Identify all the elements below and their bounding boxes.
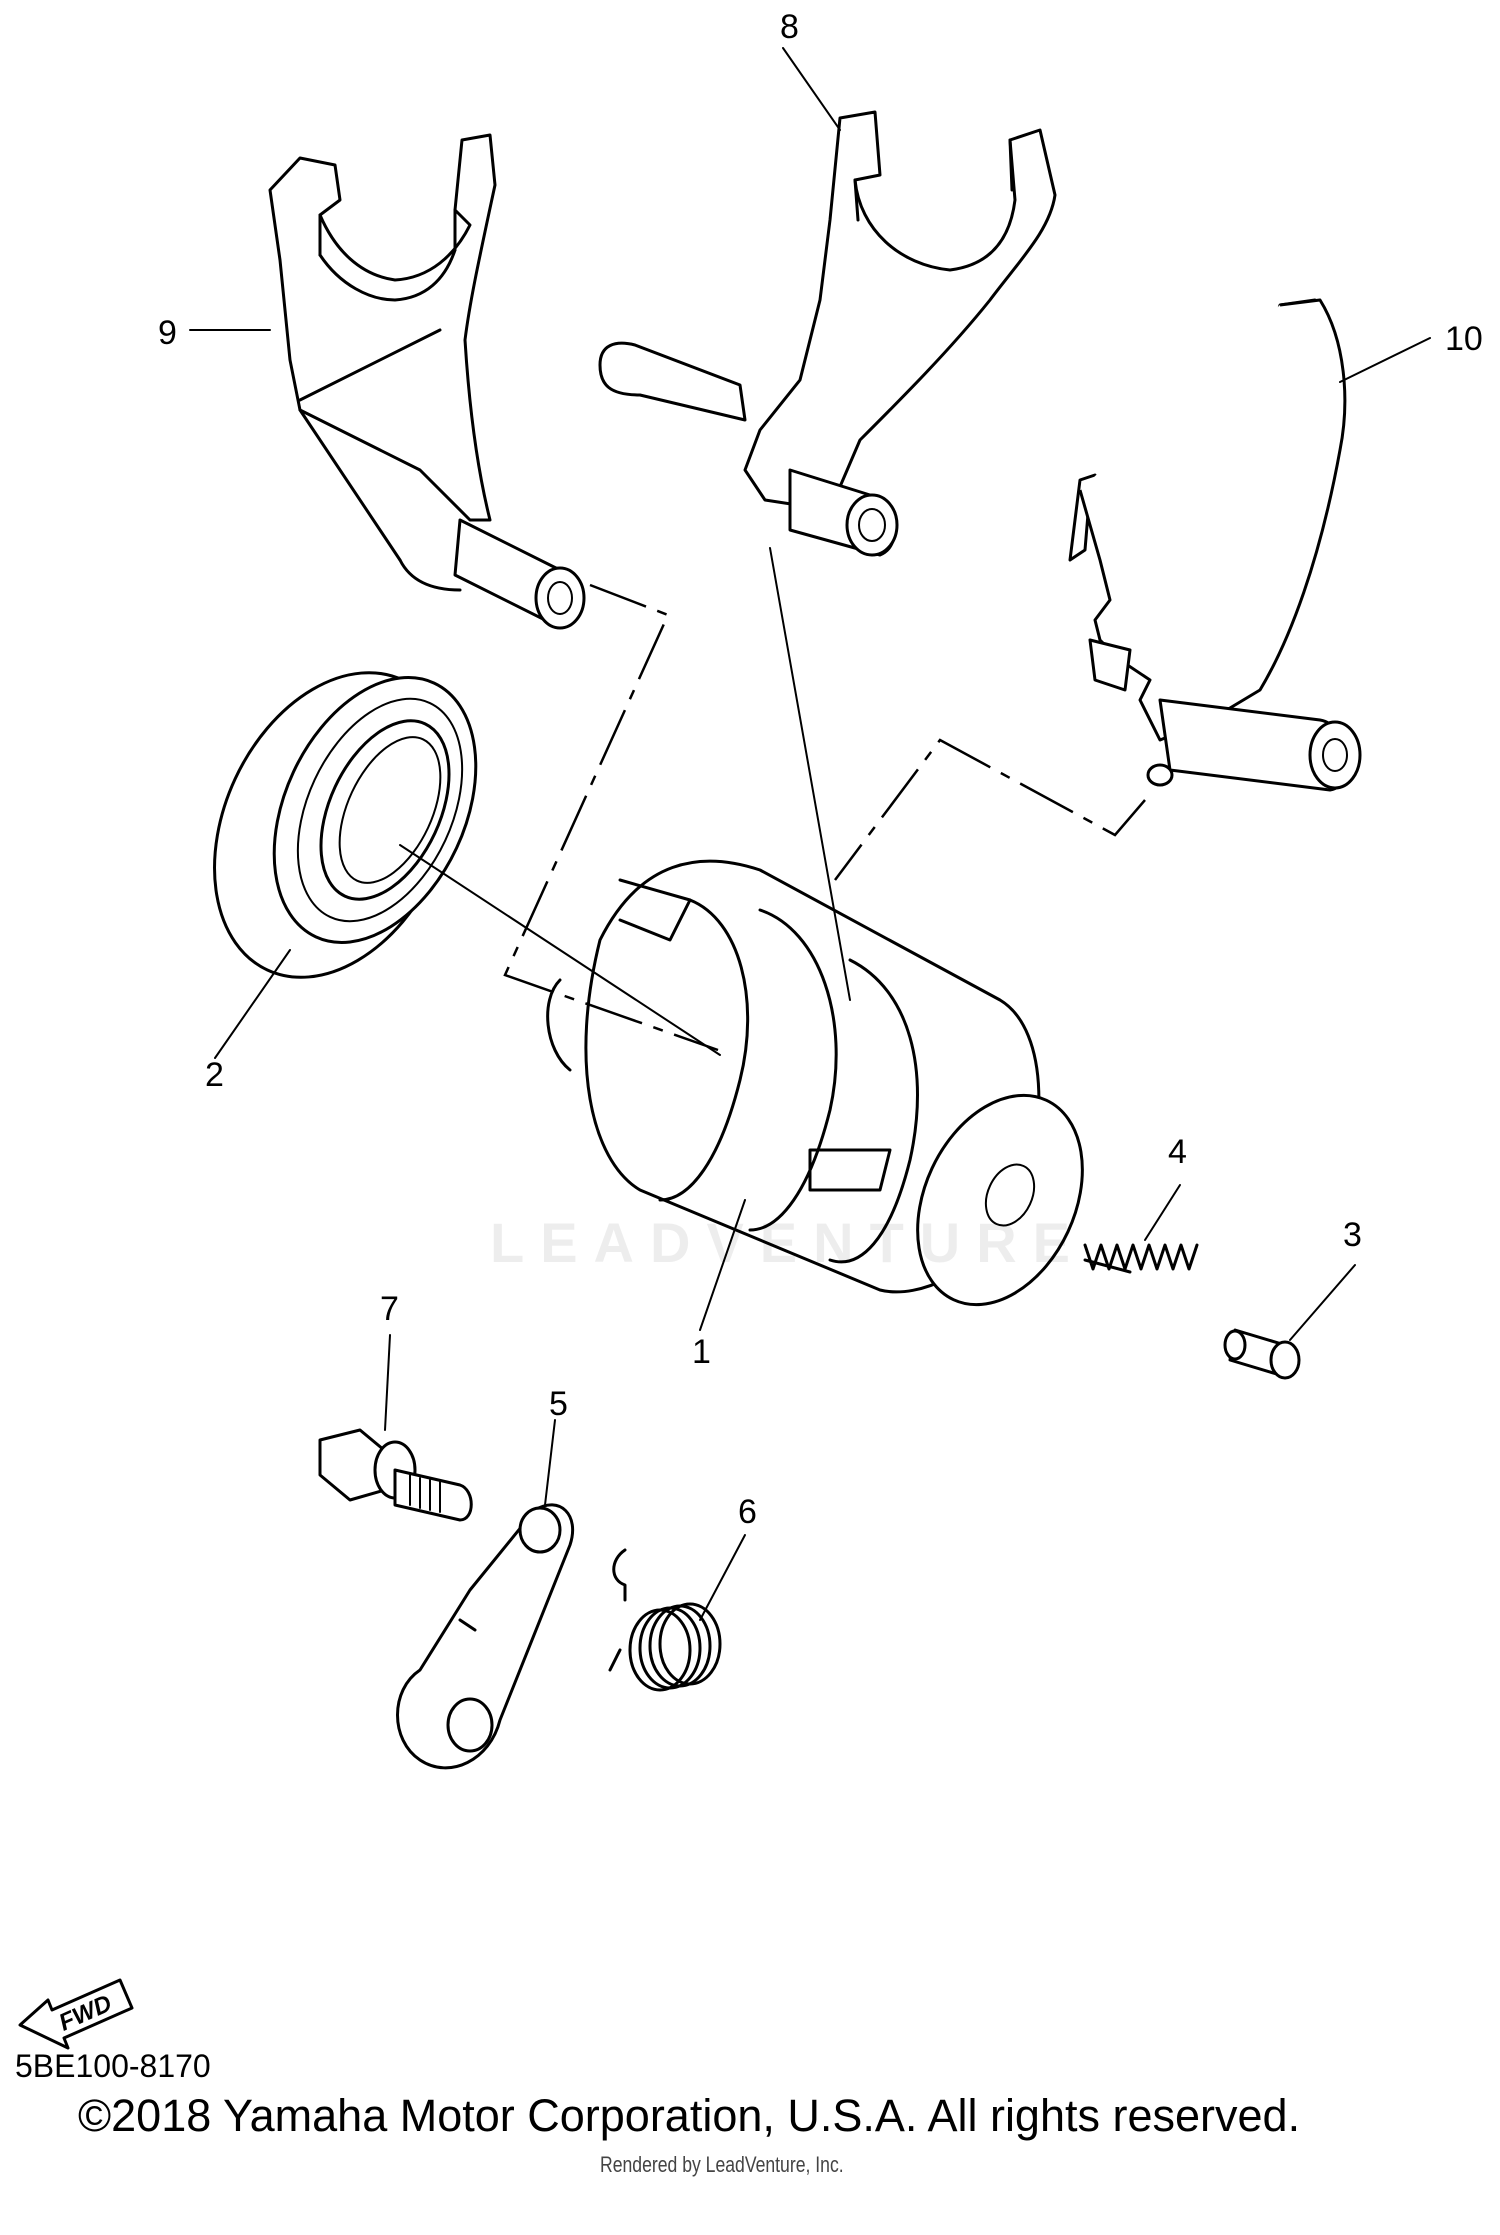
fwd-arrow-icon [18,1978,134,2050]
shift-fork-10 [1068,298,1362,792]
bolt-7 [318,1428,473,1522]
shift-fork-9 [268,133,586,630]
part-label-4: 4 [1168,1133,1187,1171]
diagram-code: 5BE100-8170 [15,2048,211,2084]
part-label-5: 5 [549,1385,568,1423]
leader-lines [189,47,1431,1621]
part-label-2: 2 [205,1056,224,1094]
assembly-lines [399,547,1146,1056]
rendered-by-credit: Rendered by LeadVenture, Inc. [600,2152,844,2177]
part-label-3: 3 [1343,1216,1362,1254]
part-label-9: 9 [158,314,177,352]
shift-drum-1 [546,859,1084,1307]
pin-3 [1223,1328,1301,1380]
part-label-8: 8 [780,8,799,46]
spring-4 [1083,1243,1199,1274]
part-label-7: 7 [380,1290,399,1328]
copyright-notice: ©2018 Yamaha Motor Corporation, U.S.A. A… [78,2090,1301,2141]
watermark: LEADVENTURE [490,1211,1087,1274]
part-label-6: 6 [738,1493,757,1531]
stopper-lever-5 [396,1503,575,1770]
part-label-1: 1 [692,1333,711,1371]
bearing-2 [213,671,478,979]
torsion-spring-6 [608,1548,722,1692]
part-label-10: 10 [1445,320,1483,358]
shift-fork-8 [598,110,1057,557]
